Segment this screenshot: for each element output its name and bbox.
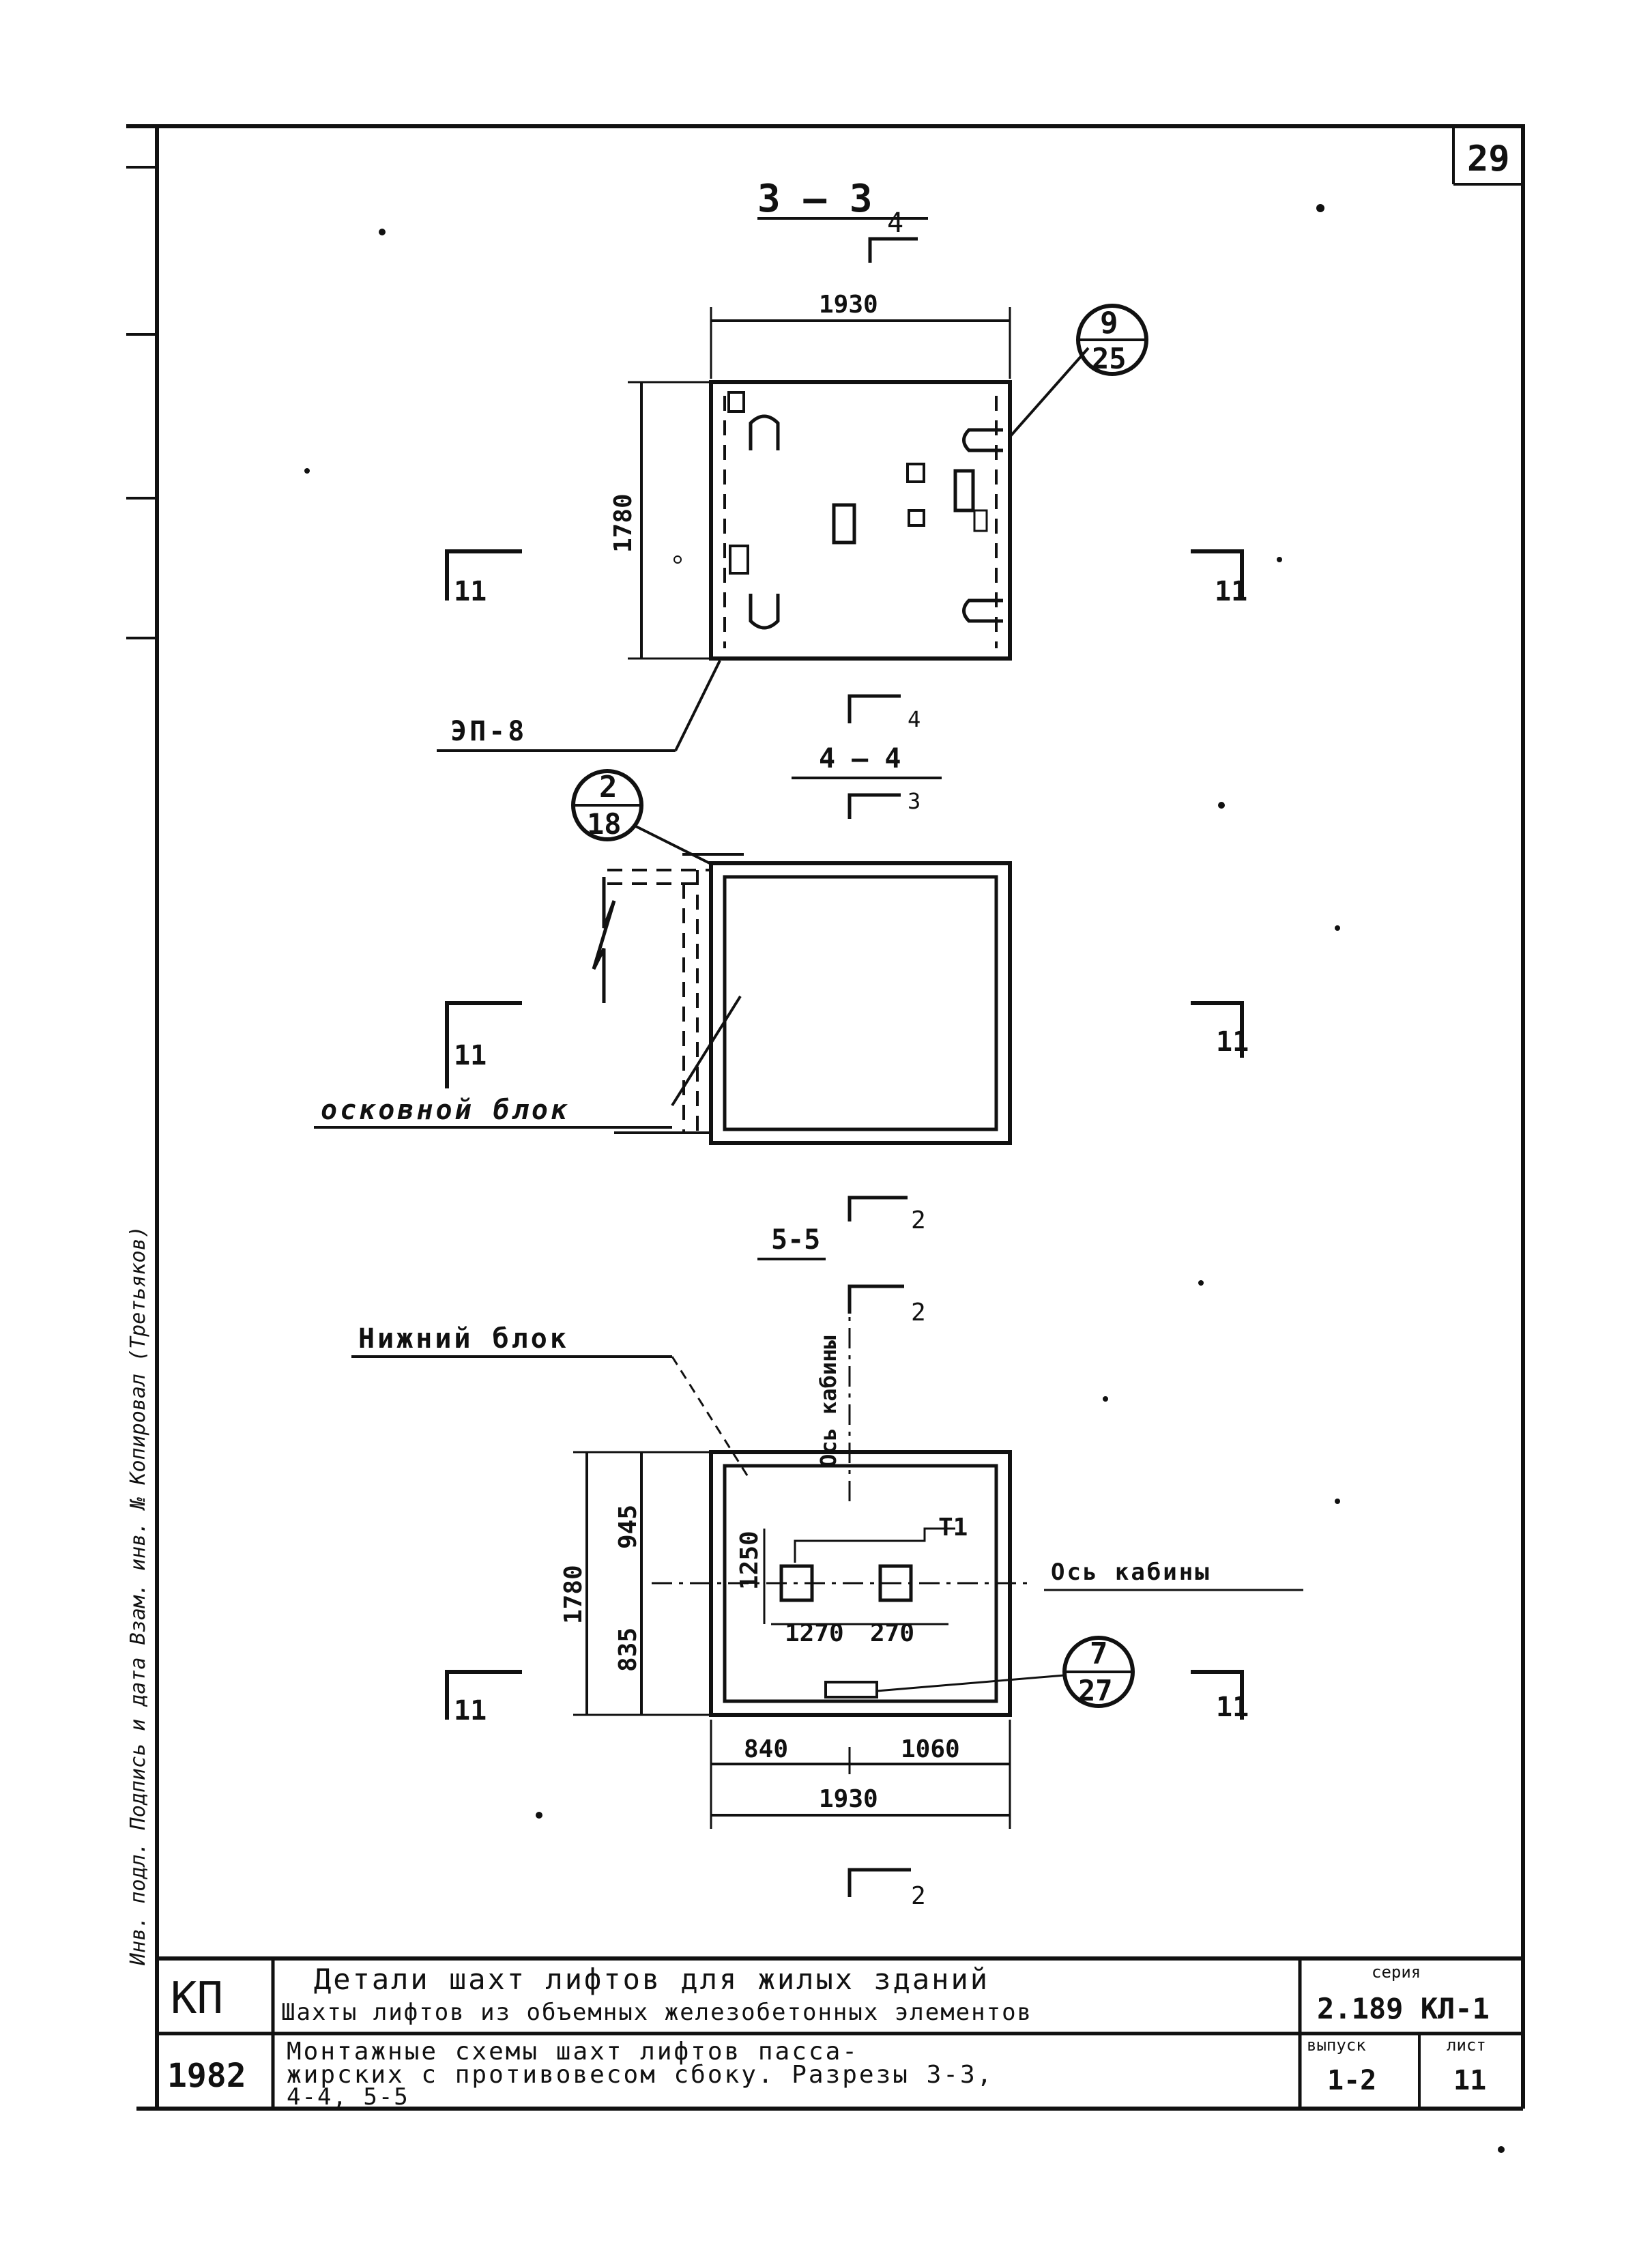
callout-9-25-bottom: 25 (1092, 342, 1127, 375)
tb-line5: 4-4, 5-5 (287, 2083, 409, 2111)
margin-stamp: Инв. подл. Подпись и дата Взам. инв. № К… (126, 1226, 150, 1966)
tb-series-label: серия (1372, 1963, 1421, 1982)
dim-bottom-width-total: 1930 (819, 1785, 878, 1813)
plate-label-group: ЭП-8 (437, 660, 721, 752)
cabin-axis-vertical: Ось кабины (815, 1335, 841, 1467)
axis-mark-left-2: 11 (454, 1040, 487, 1071)
tb-line1: Детали шахт лифтов для жилых зданий (314, 1963, 989, 1996)
dim-top-width: 1930 (819, 291, 878, 319)
dim-bottom-width-right: 1060 (901, 1735, 960, 1763)
callout-9-25-top: 9 (1100, 306, 1118, 341)
tb-org: КП (171, 1973, 223, 2024)
axis-mark-right-1: 11 (1215, 576, 1247, 607)
dim-inner-right: 270 (870, 1619, 914, 1647)
cabin-axis-label: Ось кабины (1051, 1559, 1211, 1586)
base-block-label: осковной блок (321, 1095, 570, 1126)
section-3-marker: 4 (887, 207, 903, 239)
callout-7-27-top: 7 (1090, 1636, 1108, 1671)
section-3-3: 3 — 3 4 1930 1780 9 (445, 177, 1247, 661)
sheet-number: 29 (1467, 139, 1510, 179)
section-5-5: 2 5-5 2 Ось кабины Нижний блок 1780 945 … (351, 1196, 1303, 1910)
tb-issue-label: выпуск (1307, 2036, 1366, 2055)
tb-sheet-label: лист (1447, 2036, 1486, 2055)
callout-2-18-bottom: 18 (587, 807, 622, 841)
section-5-marker-bottom: 2 (911, 1882, 926, 1910)
dim-bottom-lower: 835 (614, 1628, 642, 1672)
plate-label: ЭП-8 (450, 716, 527, 747)
section-5-title: 5-5 (771, 1224, 820, 1256)
sheet-number-box: 29 (1452, 126, 1523, 186)
callout-2-18-top: 2 (599, 770, 618, 805)
tb-line4: жирских с противовесом сбоку. Разрезы 3-… (287, 2061, 994, 2089)
axis-mark-left-1: 11 (454, 576, 487, 607)
dim-bottom-height: 1780 (560, 1565, 588, 1624)
scan-specks (304, 204, 1505, 2153)
section-4-marker: 3 (908, 788, 921, 814)
section-3-title: 3 — 3 (757, 177, 873, 221)
dim-bottom-width-left: 840 (744, 1735, 788, 1763)
section-5-marker-top: 2 (911, 1206, 926, 1234)
tb-line3: Монтажные схемы шахт лифтов пасса- (287, 2038, 859, 2066)
axis-mark-right-2: 11 (1216, 1026, 1249, 1058)
axis-mark-left-3: 11 (454, 1695, 487, 1726)
tp-label: Т1 (938, 1514, 968, 1542)
lower-block-label: Нижний блок (358, 1323, 569, 1355)
tb-sheet-value: 11 (1453, 2065, 1486, 2096)
tb-year: 1982 (167, 2057, 246, 2095)
dim-side-offset: 1250 (736, 1531, 764, 1590)
dim-inner-left: 1270 (785, 1619, 844, 1647)
section-4-marker-top: 4 (908, 706, 921, 732)
tb-series-value: 2.189 КЛ-1 (1317, 1992, 1490, 2025)
sheet-frame (126, 124, 1525, 2111)
axis-mark-right-3: 11 (1216, 1692, 1249, 1723)
dim-top-height: 1780 (609, 493, 637, 553)
section-4-4: 4 4 — 4 3 2 18 11 11 осковной блок (314, 694, 1249, 1145)
section-5-marker: 2 (911, 1299, 926, 1327)
section-4-title: 4 — 4 (819, 743, 901, 775)
dim-bottom-upper: 945 (614, 1505, 642, 1549)
tb-issue-value: 1-2 (1327, 2065, 1376, 2096)
callout-7-27-bottom: 27 (1078, 1674, 1113, 1707)
tb-line2: Шахты лифтов из объемных железобетонных … (281, 1999, 1032, 2026)
title-block: КП 1982 Детали шахт лифтов для жилых зда… (157, 1956, 1523, 2111)
